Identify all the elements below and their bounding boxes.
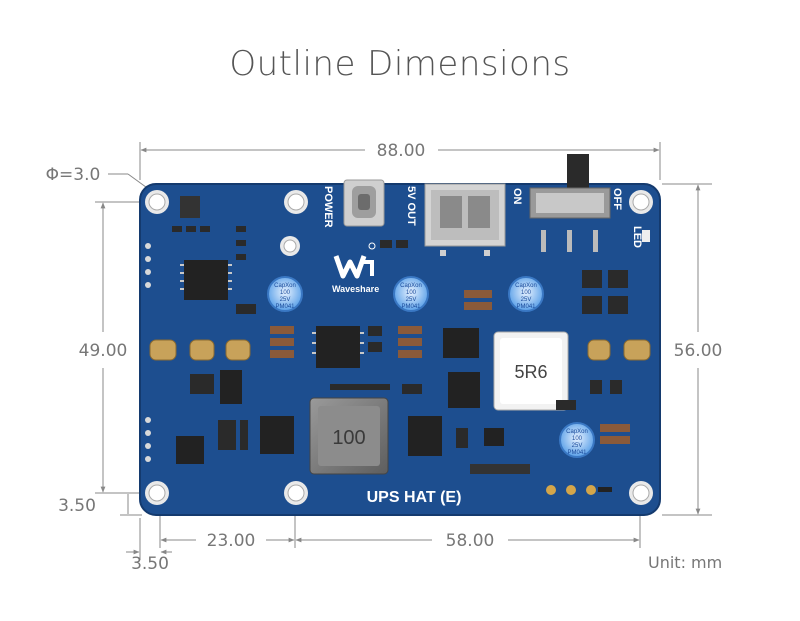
cap3-text-3: 25V (521, 297, 532, 303)
inductor-small: 5R6 (493, 331, 569, 411)
cap3-text-4: PM041 (516, 304, 536, 310)
inductor-large: 100 (309, 397, 389, 475)
diagram-title: Outline Dimensions (229, 44, 571, 84)
cap1-text-3: 25V (280, 297, 291, 303)
label-switch-on: ON (511, 188, 523, 205)
cap4-text-4: PM041 (567, 450, 587, 456)
ic-chips (176, 196, 504, 464)
unit-label: Unit: mm (648, 553, 722, 572)
usb-c-port (343, 179, 385, 227)
cap1-text-2: 100 (280, 290, 291, 296)
cap4-text-1: CapXon (566, 429, 588, 435)
cap2-text-2: 100 (406, 290, 417, 296)
cap2-text-1: CapXon (400, 283, 422, 289)
dim-hole-horizontal-1-label: 23.00 (207, 531, 256, 551)
mounting-holes (145, 190, 653, 505)
cap3-text-2: 100 (521, 290, 532, 296)
label-led: LED (631, 226, 643, 248)
pogo-pins (546, 485, 612, 495)
cap2-text-4: PM041 (401, 304, 421, 310)
label-5v-out: 5V OUT (405, 186, 417, 226)
led (642, 230, 650, 242)
usb-a-port (424, 183, 506, 256)
brand-text: Waveshare (332, 284, 379, 294)
dim-bottom-offset-label: 3.50 (58, 496, 96, 516)
board-name: UPS HAT (E) (367, 489, 462, 506)
dim-hole-diameter-label: Φ=3.0 (46, 165, 101, 185)
solder-pads (149, 339, 651, 361)
dim-hole-horizontal-2-label: 58.00 (446, 531, 495, 551)
cap1-text-1: CapXon (274, 283, 296, 289)
pcb-board: POWER 5V OUT ON OFF LED Waveshare UPS HA… (139, 154, 661, 516)
label-switch-off: OFF (611, 188, 623, 210)
capacitor-1: CapXon 100 25V PM041 (267, 276, 303, 312)
cap2-text-3: 25V (406, 297, 417, 303)
capacitor-4: CapXon 100 25V PM041 (559, 422, 595, 458)
dim-hole-vertical-label: 49.00 (79, 341, 128, 361)
cap3-text-1: CapXon (515, 283, 537, 289)
waveshare-logo: Waveshare (332, 242, 379, 294)
capacitor-2: CapXon 100 25V PM041 (393, 276, 429, 312)
inductor-small-label: 5R6 (514, 362, 547, 382)
dimension-lines (95, 142, 712, 560)
cap1-text-4: PM041 (275, 304, 295, 310)
power-switch (529, 154, 611, 252)
inductor-large-label: 100 (332, 427, 365, 449)
capacitor-3: CapXon 100 25V PM041 (508, 276, 544, 312)
label-power: POWER (322, 186, 334, 228)
cap4-text-2: 100 (572, 436, 583, 442)
dim-height-label: 56.00 (674, 341, 723, 361)
dim-left-offset-label: 3.50 (131, 554, 169, 574)
smd-components (172, 226, 630, 474)
dim-width-label: 88.00 (377, 141, 426, 161)
cap4-text-3: 25V (572, 443, 583, 449)
